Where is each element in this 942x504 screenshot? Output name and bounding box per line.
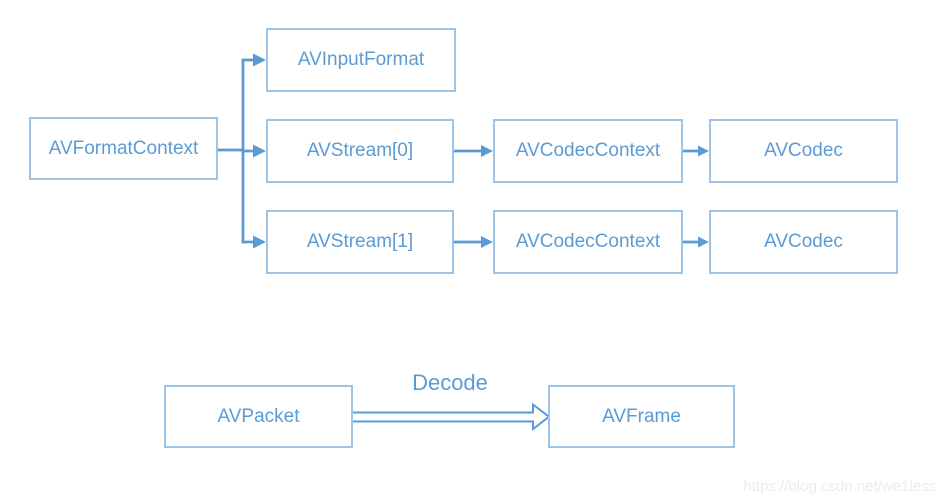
decode-arrow [353, 402, 551, 432]
node-avstream0: AVStream[0] [266, 119, 454, 183]
node-label: AVPacket [217, 405, 300, 427]
node-label: AVCodec [764, 140, 843, 161]
node-avcodeccontext-0: AVCodecContext [493, 119, 683, 183]
watermark: https://blog.csdn.net/we1less [743, 478, 936, 495]
node-avframe: AVFrame [548, 385, 735, 448]
node-label: AVCodecContext [515, 231, 661, 252]
arrowhead-avcodeccontext0-icon [481, 145, 493, 157]
decode-edge-label: Decode [412, 370, 488, 395]
node-label: AVCodec [764, 231, 843, 252]
node-avcodec-1: AVCodec [709, 210, 898, 274]
arrowhead-avcodec0-icon [698, 145, 709, 157]
node-label: AVStream[1] [306, 231, 414, 252]
node-avcodec-0: AVCodec [709, 119, 898, 183]
arrowhead-avcodec1-icon [698, 236, 709, 248]
node-label: AVInputFormat [297, 49, 425, 70]
node-label: AVCodecContext [515, 140, 661, 161]
node-label: AVFrame [602, 405, 681, 427]
node-label: AVStream[0] [306, 140, 414, 161]
arrowhead-avinputformat-icon [253, 53, 266, 67]
node-avinputformat: AVInputFormat [266, 28, 456, 92]
node-avformatcontext: AVFormatContext [29, 117, 218, 180]
node-avstream1: AVStream[1] [266, 210, 454, 274]
node-avcodeccontext-1: AVCodecContext [493, 210, 683, 274]
arrowhead-avcodeccontext1-icon [481, 236, 493, 248]
node-label: AVFormatContext [48, 137, 199, 159]
node-avpacket: AVPacket [164, 385, 353, 448]
arrowhead-avstream1-icon [253, 235, 266, 249]
arrowhead-avstream0-icon [253, 144, 266, 158]
